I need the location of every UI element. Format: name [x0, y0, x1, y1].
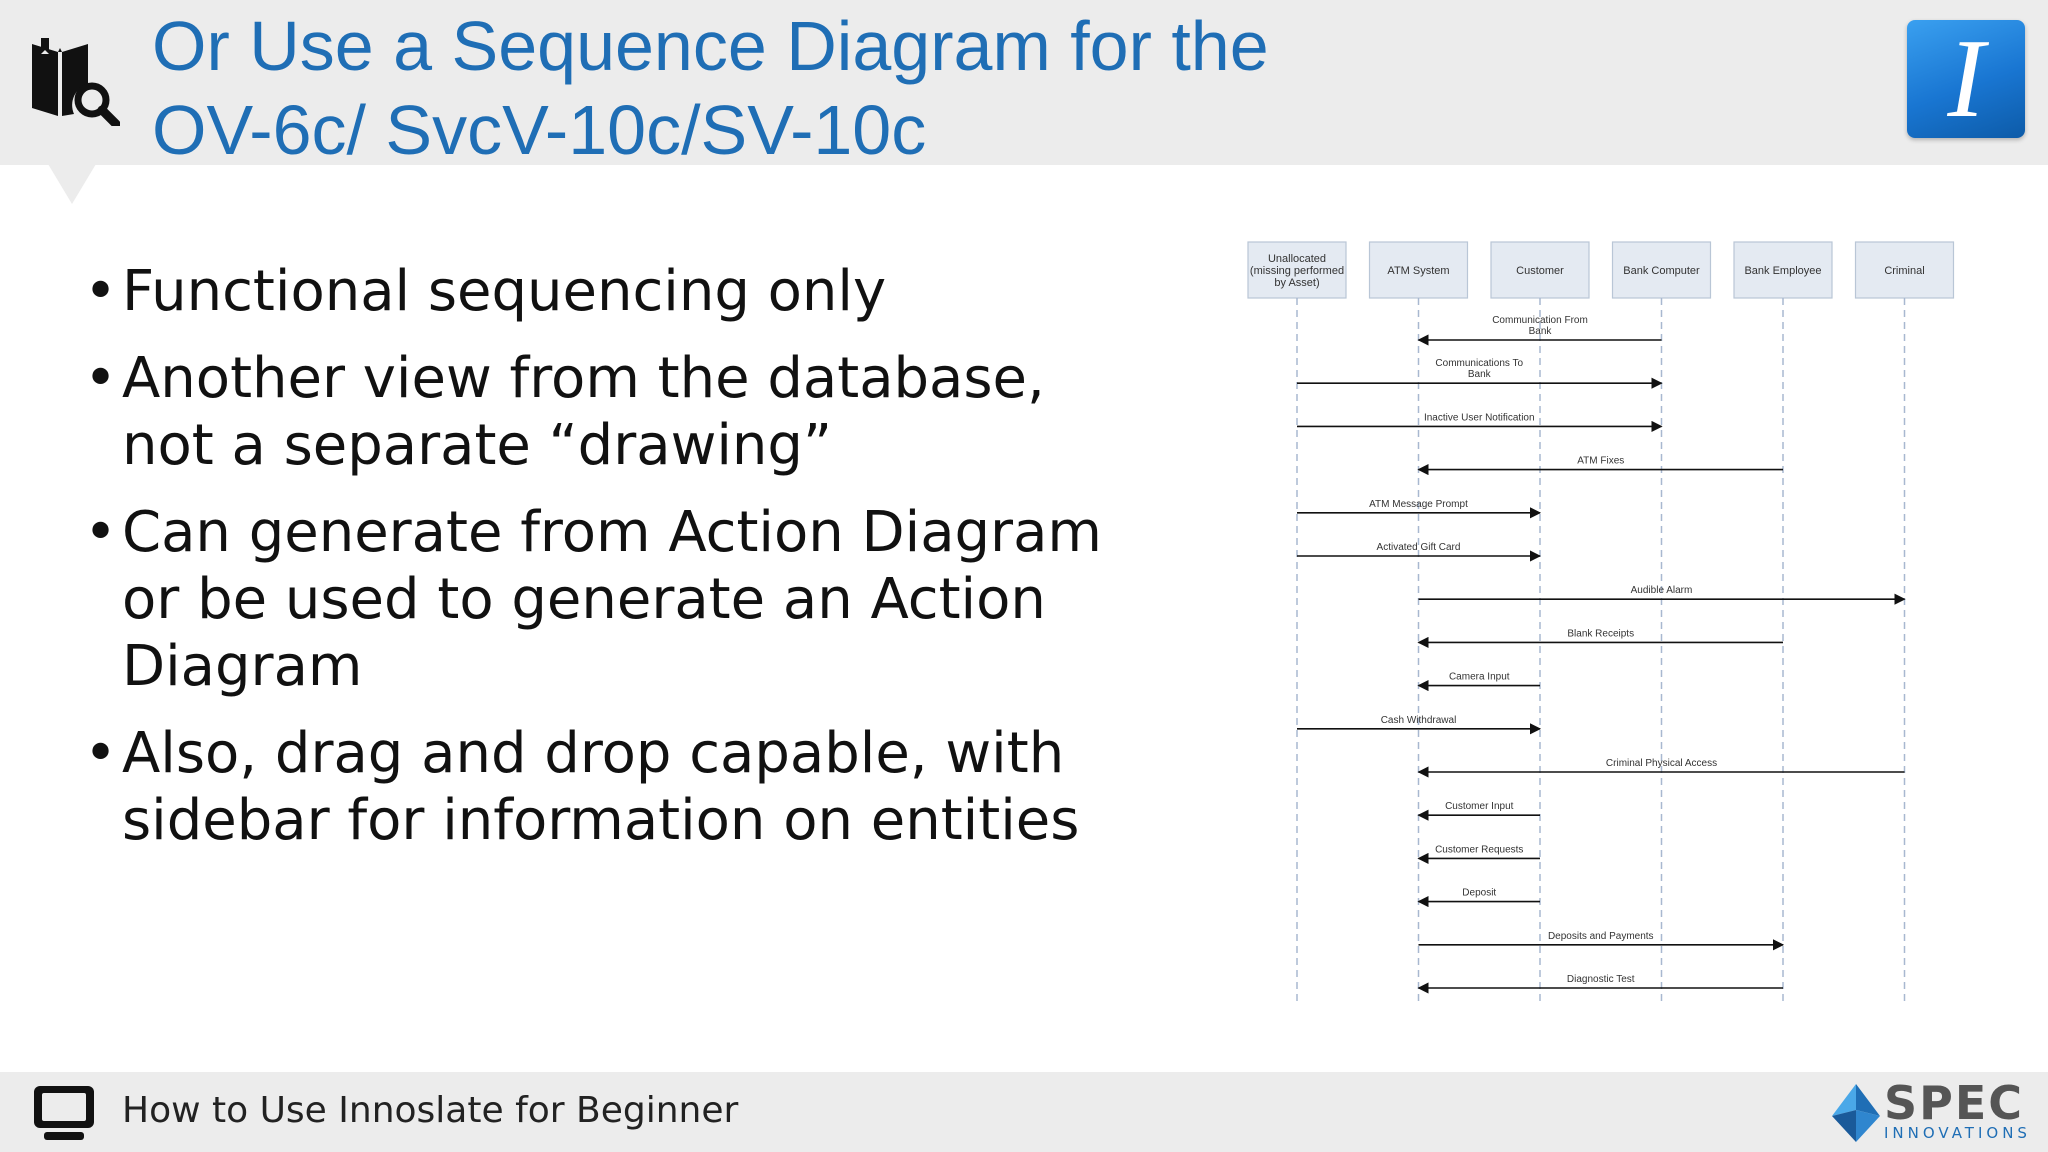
- course-title: How to Use Innoslate for Beginner: [122, 1090, 739, 1131]
- message-label: Blank Receipts: [1567, 628, 1634, 639]
- message: Criminal Physical Access: [1417, 758, 1905, 778]
- message-label: Customer Input: [1445, 801, 1514, 812]
- bullet-line: Diagram: [122, 634, 363, 699]
- brand-subtitle: INNOVATIONS: [1884, 1124, 2031, 1142]
- message-label: Deposits and Payments: [1548, 931, 1654, 942]
- title-line-1: Or Use a Sequence Diagram for the: [152, 7, 1269, 85]
- message: Cash Withdrawal: [1297, 715, 1542, 735]
- monitor-icon: [34, 1086, 94, 1140]
- bullet-item: • Can generate from Action Diagram or be…: [84, 499, 1164, 700]
- lifeline-box: [1490, 241, 1590, 299]
- lifeline-box: [1247, 241, 1347, 299]
- bullet-line: Another view from the database,: [122, 346, 1045, 411]
- message-label: Audible Alarm: [1631, 585, 1693, 596]
- message-label: Cash Withdrawal: [1381, 715, 1457, 726]
- bullet-line: or be used to generate an Action: [122, 567, 1046, 632]
- lifeline: Bank Computer: [1611, 241, 1712, 1004]
- book-search-icon: [32, 38, 120, 126]
- lifeline-box: [1854, 241, 1955, 299]
- message: Deposit: [1417, 888, 1540, 908]
- bullet-line: Also, drag and drop capable, with: [122, 721, 1065, 786]
- bullet-line: Functional sequencing only: [122, 259, 887, 324]
- lifeline-label: Bank Computer: [1623, 265, 1700, 277]
- message-label: Diagnostic Test: [1567, 974, 1635, 985]
- lifeline-label: Criminal: [1884, 265, 1924, 277]
- message: Camera Input: [1417, 672, 1540, 692]
- lifeline: Bank Employee: [1733, 241, 1833, 1004]
- message-label: Bank: [1468, 369, 1492, 380]
- message-label: ATM Message Prompt: [1369, 499, 1468, 510]
- message: Inactive User Notification: [1297, 412, 1663, 432]
- bullet-dot: •: [84, 346, 118, 411]
- lifeline-label: (missing performed: [1250, 265, 1344, 277]
- lifeline-label: Customer: [1516, 265, 1564, 277]
- title-line-2: OV-6c/ SvcV-10c/SV-10c: [152, 91, 927, 169]
- message-label: Communications To: [1435, 358, 1523, 369]
- bullet-dot: •: [84, 259, 118, 324]
- lifeline: Customer: [1490, 241, 1590, 1004]
- header-notch: [48, 164, 96, 204]
- bullet-item: • Functional sequencing only: [84, 258, 1164, 325]
- message: Customer Input: [1417, 801, 1540, 821]
- message: Deposits and Payments: [1418, 931, 1785, 951]
- slide-header: [0, 0, 2048, 165]
- message-label: Criminal Physical Access: [1606, 758, 1717, 769]
- lifeline-label: Unallocated: [1268, 253, 1326, 265]
- message: ATM Fixes: [1417, 456, 1783, 476]
- message-label: Activated Gift Card: [1377, 542, 1461, 553]
- lifeline: Criminal: [1854, 241, 1955, 1004]
- lifeline-label: Bank Employee: [1744, 265, 1821, 277]
- message-label: Deposit: [1462, 888, 1496, 899]
- innoslate-logo-icon: I: [1907, 20, 2025, 138]
- message: Diagnostic Test: [1417, 974, 1783, 994]
- bullet-list: • Functional sequencing only • Another v…: [84, 258, 1164, 874]
- message-label: Bank: [1529, 326, 1553, 337]
- lifeline: ATM System: [1368, 241, 1469, 1004]
- lifeline-box: [1611, 241, 1712, 299]
- lifeline-label: by Asset): [1274, 277, 1319, 289]
- lifeline-label: ATM System: [1387, 265, 1449, 277]
- spec-innovations-logo: [1832, 1084, 1880, 1142]
- slide-title: Or Use a Sequence Diagram for the OV-6c/…: [152, 4, 1552, 172]
- message: Blank Receipts: [1417, 628, 1783, 648]
- message: Customer Requests: [1417, 844, 1540, 865]
- brand-name: SPEC: [1884, 1076, 2025, 1130]
- bullet-line: Can generate from Action Diagram: [122, 500, 1102, 565]
- bullet-dot: •: [84, 500, 118, 565]
- bullet-dot: •: [84, 721, 118, 786]
- bullet-item: • Another view from the database, not a …: [84, 345, 1164, 479]
- message-label: Camera Input: [1449, 672, 1510, 683]
- message-label: Communication From: [1492, 315, 1588, 326]
- message-label: ATM Fixes: [1577, 456, 1624, 467]
- message: Audible Alarm: [1418, 585, 1906, 605]
- bullet-line: sidebar for information on entities: [122, 788, 1080, 853]
- slide-footer: [0, 1072, 2048, 1152]
- message-label: Customer Requests: [1435, 844, 1523, 855]
- message: ATM Message Prompt: [1297, 499, 1542, 519]
- message: Activated Gift Card: [1297, 542, 1542, 562]
- bullet-line: not a separate “drawing”: [122, 413, 832, 478]
- bullet-item: • Also, drag and drop capable, with side…: [84, 720, 1164, 854]
- message-label: Inactive User Notification: [1424, 412, 1535, 423]
